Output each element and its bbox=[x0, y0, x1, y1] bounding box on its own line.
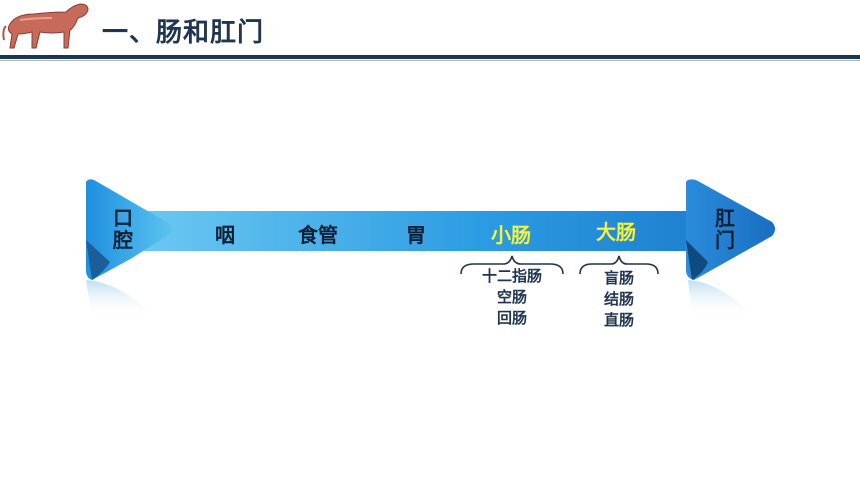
part-ileum: 回肠 bbox=[496, 309, 527, 327]
small-intestine-parts: 十二指肠 空肠 回肠 bbox=[470, 266, 554, 329]
left-arrow-cap-fold bbox=[86, 240, 110, 280]
part-rectum: 直肠 bbox=[603, 311, 634, 329]
right-arrow-cap-fold bbox=[686, 240, 708, 280]
left-cap-reflection bbox=[86, 280, 156, 318]
right-cap-reflection bbox=[688, 280, 756, 318]
node-small-intestine: 小肠 bbox=[491, 223, 531, 247]
tract-band bbox=[140, 211, 705, 251]
large-intestine-parts: 盲肠 结肠 直肠 bbox=[587, 268, 651, 331]
part-cecum: 盲肠 bbox=[603, 269, 634, 287]
node-pharynx: 咽 bbox=[215, 223, 235, 247]
part-colon: 结肠 bbox=[603, 290, 634, 308]
node-large-intestine: 大肠 bbox=[596, 220, 636, 244]
title-bar: 一、肠和肛门 bbox=[0, 0, 860, 62]
node-stomach: 胃 bbox=[406, 223, 426, 247]
left-arrow-cap bbox=[86, 179, 173, 280]
large-intestine-brace bbox=[579, 255, 659, 275]
title-divider-thin bbox=[0, 60, 860, 61]
page-title: 一、肠和肛门 bbox=[102, 18, 265, 48]
animal-musculature-icon bbox=[2, 3, 89, 49]
title-divider bbox=[0, 55, 860, 59]
small-intestine-brace bbox=[460, 255, 564, 275]
node-mouth: 口腔 bbox=[113, 206, 133, 252]
part-jejunum: 空肠 bbox=[496, 288, 527, 306]
node-anus: 肛门 bbox=[715, 206, 735, 252]
node-esophagus: 食管 bbox=[298, 223, 338, 247]
right-arrow-cap bbox=[686, 179, 775, 280]
part-duodenum: 十二指肠 bbox=[481, 267, 542, 285]
